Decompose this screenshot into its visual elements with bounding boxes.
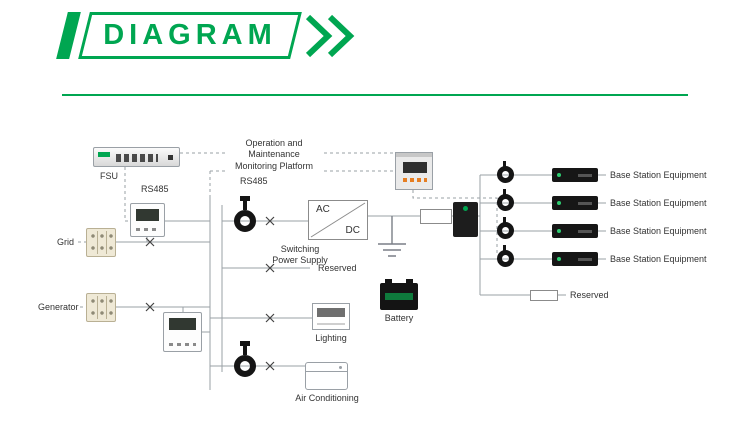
header-green-bar: [56, 12, 81, 59]
converter-diagonal: [310, 202, 366, 238]
energy-meter-2-icon: [163, 312, 202, 352]
din-rail-meter-icon: [395, 152, 433, 190]
battery-label: Battery: [384, 313, 414, 323]
base-station-rack-icon: [552, 168, 598, 182]
fsu-label: FSU: [100, 171, 118, 181]
air-conditioning-label: Air Conditioning: [295, 393, 359, 403]
rs485-label-left: RS485: [141, 184, 169, 194]
current-transformer-icon: [497, 250, 514, 267]
dc-label: DC: [345, 225, 360, 236]
base-station-label-4: Base Station Equipment: [610, 254, 707, 264]
lighting-label: Lighting: [315, 333, 347, 343]
base-station-rack-icon: [552, 196, 598, 210]
ct-stem: [503, 245, 506, 251]
page-title: DIAGRAM: [103, 19, 277, 51]
switching-power-supply-label: Switching Power Supply: [272, 244, 328, 266]
energy-meter-1-icon: [130, 203, 165, 237]
fsu-led: [168, 155, 173, 160]
ct-stem: [243, 200, 247, 210]
battery-label-stripe: [385, 293, 413, 300]
base-station-label-1: Base Station Equipment: [610, 170, 707, 180]
reserved-label-mid: Reserved: [318, 263, 357, 273]
base-station-label-3: Base Station Equipment: [610, 226, 707, 236]
ct-stem: [243, 345, 247, 355]
meter-display: [403, 162, 427, 173]
meter-display: [136, 209, 159, 221]
base-station-rack-icon: [552, 224, 598, 238]
grid-terminal-block-icon: [86, 228, 116, 257]
header-title-box: DIAGRAM: [78, 12, 302, 59]
meter-top-strip: [396, 153, 432, 157]
current-transformer-icon: [497, 166, 514, 183]
current-transformer-icon: [234, 210, 256, 232]
double-chevron-icon: [305, 14, 355, 58]
module-led: [463, 206, 468, 211]
ct-stem: [503, 217, 506, 223]
meter-buttons: [403, 178, 427, 182]
ground-symbol: [378, 216, 406, 257]
ac-dc-converter-icon: AC DC: [308, 200, 368, 240]
meter-keys: [169, 343, 196, 346]
terminal-screws: [89, 231, 113, 254]
reserved-label-right: Reserved: [570, 290, 609, 300]
fsu-ports: [116, 154, 158, 162]
generator-label: Generator: [38, 302, 79, 312]
fsu-logo: [98, 152, 110, 157]
lighting-device-icon: [312, 303, 350, 330]
base-station-label-2: Base Station Equipment: [610, 198, 707, 208]
air-conditioner-icon: [305, 362, 348, 390]
meter-display: [169, 318, 196, 330]
rs485-label-mid: RS485: [240, 176, 268, 186]
lighting-panel: [317, 308, 345, 317]
ct-stem: [503, 189, 506, 195]
fuse-box-icon: [420, 209, 452, 224]
platform-label: Operation and Maintenance Monitoring Pla…: [226, 138, 322, 172]
dc-module-icon: [453, 202, 478, 237]
current-transformer-icon: [497, 194, 514, 211]
grid-label: Grid: [57, 237, 75, 247]
meter-keys: [136, 228, 159, 231]
ct-terminal: [240, 196, 250, 201]
ct-terminal: [240, 341, 250, 346]
current-transformer-icon: [234, 355, 256, 377]
generator-terminal-block-icon: [86, 293, 116, 322]
battery-icon: [380, 279, 418, 310]
ac-label: AC: [316, 204, 330, 215]
reserved-box-icon: [530, 290, 558, 301]
header-underline: [62, 94, 688, 96]
base-station-rack-icon: [552, 252, 598, 266]
current-transformer-icon: [497, 222, 514, 239]
fsu-device-icon: [93, 147, 180, 167]
terminal-screws: [89, 296, 113, 319]
ct-stem: [503, 161, 506, 167]
